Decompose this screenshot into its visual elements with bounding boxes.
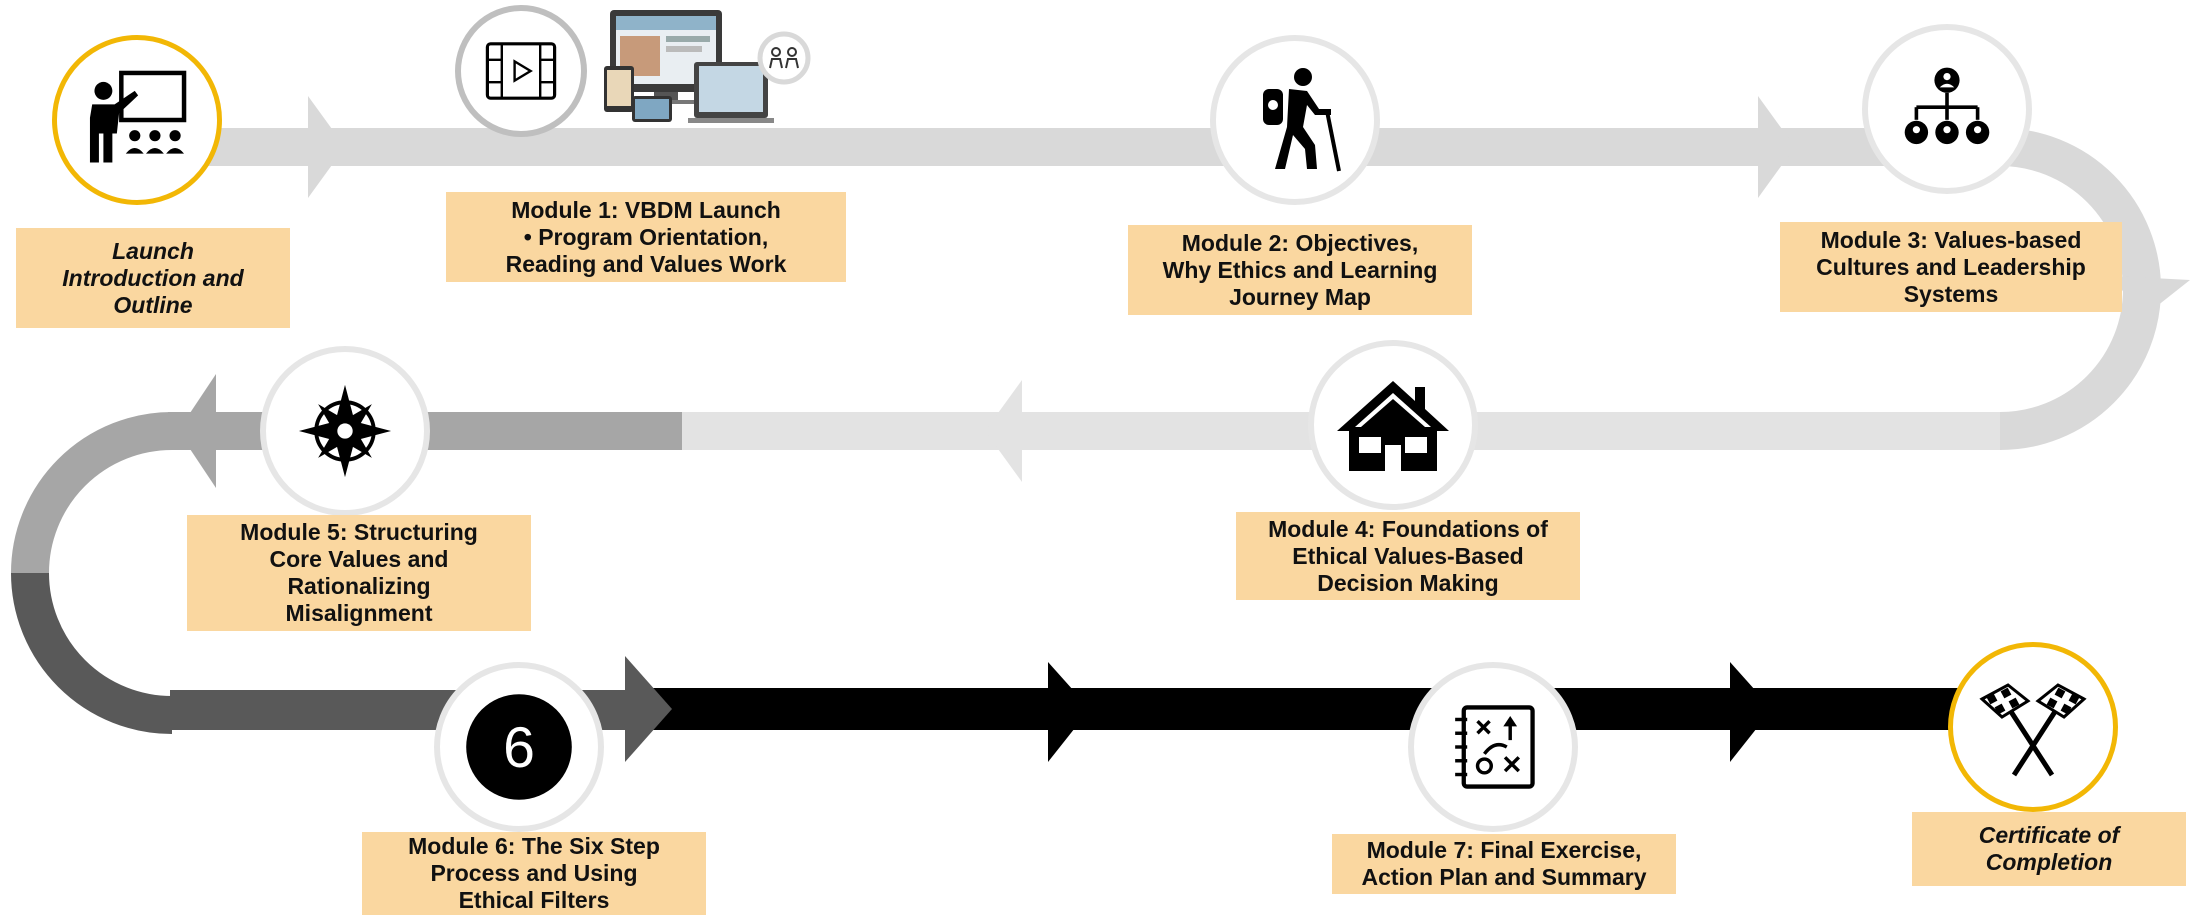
label-line: Module 4: Foundations of	[1268, 515, 1548, 542]
label-line: Module 5: Structuring	[240, 519, 478, 545]
module-5-node	[260, 346, 430, 516]
label-line: Ethical Values-Based	[1292, 542, 1524, 569]
devices-illustration	[604, 10, 811, 123]
arrow-chevron	[1048, 662, 1090, 762]
label-line: Module 6: The Six Step	[408, 833, 660, 859]
arrow-chevron	[625, 656, 672, 762]
certificate-label: Certificate of Completion	[1912, 812, 2186, 886]
module-6-label: Module 6: The Six Step Process and Using…	[362, 832, 706, 915]
label-line: Systems	[1903, 280, 1999, 307]
strategy-board-icon	[1455, 705, 1535, 789]
svg-text:6: 6	[503, 716, 535, 780]
label-line: Rationalizing	[287, 573, 431, 599]
number-six-icon: 6	[466, 694, 572, 800]
label-line: Certificate of	[1978, 822, 2120, 848]
house-icon	[1337, 381, 1449, 471]
label-line: Action Plan and Summary	[1361, 864, 1647, 890]
checkered-flags-icon	[1979, 683, 2087, 777]
hiker-icon	[1263, 68, 1341, 172]
module-2-label: Module 2: Objectives, Why Ethics and Lea…	[1128, 225, 1472, 315]
label-line: Decision Making	[1317, 569, 1499, 596]
track-turn-left-upper	[11, 412, 173, 574]
label-line: Outline	[113, 291, 193, 318]
presenter-icon	[89, 70, 187, 163]
arrow-chevron	[985, 380, 1022, 482]
label-line: Core Values and	[269, 546, 449, 572]
module-4-node	[1308, 340, 1478, 510]
module-7-node	[1408, 662, 1578, 832]
org-chart-icon	[1904, 67, 1990, 145]
module-1-node	[455, 5, 587, 137]
label-line: Module 1: VBDM Launch	[511, 196, 781, 223]
label-line: Journey Map	[1229, 283, 1371, 310]
label-line: Why Ethics and Learning	[1162, 256, 1438, 283]
arrow-head	[2112, 276, 2190, 318]
label-line: Process and Using	[430, 860, 638, 886]
module-5-label: Module 5: Structuring Core Values and Ra…	[187, 515, 531, 631]
label-line: Module 7: Final Exercise,	[1366, 837, 1642, 863]
module-2-node	[1210, 35, 1380, 205]
label-line: Module 2: Objectives,	[1181, 229, 1419, 256]
arrow-chevron	[178, 374, 216, 488]
track-row-3-black	[650, 688, 1980, 730]
launch-label: Launch Introduction and Outline	[16, 228, 290, 328]
module-1-label: Module 1: VBDM Launch • Program Orientat…	[446, 192, 846, 282]
label-line: Misalignment	[285, 600, 433, 626]
module-6-node: 6	[434, 662, 604, 832]
arrow-chevron	[1730, 662, 1772, 762]
certificate-node	[1948, 642, 2118, 812]
label-line: • Program Orientation,	[523, 223, 769, 250]
module-3-node	[1862, 24, 2032, 194]
launch-node	[52, 35, 222, 205]
module-3-label: Module 3: Values-based Cultures and Lead…	[1780, 222, 2122, 312]
label-line: Cultures and Leadership	[1816, 253, 2086, 280]
track-turn-left-lower	[11, 572, 173, 734]
label-line: Introduction and	[62, 264, 244, 291]
label-line: Reading and Values Work	[505, 250, 787, 277]
arrow-chevron	[308, 96, 345, 198]
module-7-label: Module 7: Final Exercise, Action Plan an…	[1332, 834, 1676, 894]
label-line: Ethical Filters	[458, 887, 610, 913]
label-line: Completion	[1985, 849, 2113, 875]
module-4-label: Module 4: Foundations of Ethical Values-…	[1236, 512, 1580, 600]
track-row-1	[200, 128, 2000, 166]
label-line: Module 3: Values-based	[1820, 226, 2082, 253]
arrow-chevron	[1758, 96, 1795, 198]
video-player-icon	[485, 42, 557, 100]
label-line: Launch	[112, 237, 194, 264]
compass-icon	[298, 384, 392, 478]
